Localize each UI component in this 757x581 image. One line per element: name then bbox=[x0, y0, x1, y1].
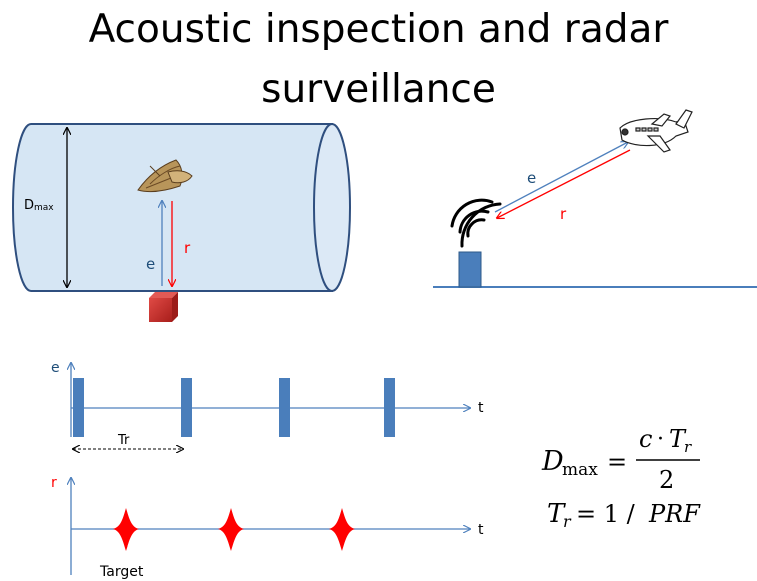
time-label-top: t bbox=[478, 400, 484, 416]
emit-pulse bbox=[279, 378, 290, 437]
echo-pulse bbox=[113, 508, 139, 551]
emit-pulse bbox=[384, 378, 395, 437]
svg-text:2: 2 bbox=[659, 466, 674, 494]
emit-axis-label: e bbox=[51, 360, 60, 376]
echo-pulse bbox=[329, 508, 355, 551]
svg-text:max: max bbox=[562, 460, 598, 480]
tank-return-label: r bbox=[184, 239, 191, 257]
time-label-bottom: t bbox=[478, 522, 484, 538]
transducer-cube bbox=[149, 292, 178, 322]
formula-period: T r = 1 / PRF bbox=[547, 499, 701, 531]
echo-pulse bbox=[218, 508, 244, 551]
svg-text:PRF: PRF bbox=[648, 500, 701, 528]
svg-text:D: D bbox=[541, 446, 564, 477]
moth-icon bbox=[137, 159, 193, 193]
tank-cylinder bbox=[12, 123, 351, 292]
svg-text:= 1 /: = 1 / bbox=[576, 500, 636, 528]
radar-return-label: r bbox=[560, 205, 567, 223]
radar-wave-icon bbox=[450, 198, 502, 248]
formula-dmax: D max = c · T r 2 bbox=[541, 425, 700, 494]
radar-emit-arrow bbox=[494, 142, 628, 213]
airplane-icon bbox=[619, 109, 693, 153]
return-axis-label: r bbox=[51, 475, 57, 491]
emit-pulse bbox=[181, 378, 192, 437]
emit-pulse bbox=[73, 378, 84, 437]
radar-station bbox=[458, 251, 482, 288]
period-label: Tr bbox=[117, 433, 130, 448]
radar-emit-label: e bbox=[527, 169, 536, 187]
svg-text:c: c bbox=[639, 425, 652, 453]
title-line-1: Acoustic inspection and radar bbox=[88, 7, 669, 52]
radar-return-arrow bbox=[497, 149, 631, 218]
svg-text:T: T bbox=[547, 499, 566, 529]
tank-emit-label: e bbox=[146, 255, 155, 273]
svg-text:T: T bbox=[669, 425, 687, 453]
svg-text:·: · bbox=[657, 427, 664, 452]
target-label: Target bbox=[99, 564, 144, 580]
svg-text:=: = bbox=[607, 448, 627, 476]
title-line-2: surveillance bbox=[261, 67, 496, 112]
svg-text:r: r bbox=[563, 512, 572, 531]
tank-dmax-label: Dmax bbox=[24, 198, 54, 213]
svg-text:r: r bbox=[684, 438, 692, 456]
